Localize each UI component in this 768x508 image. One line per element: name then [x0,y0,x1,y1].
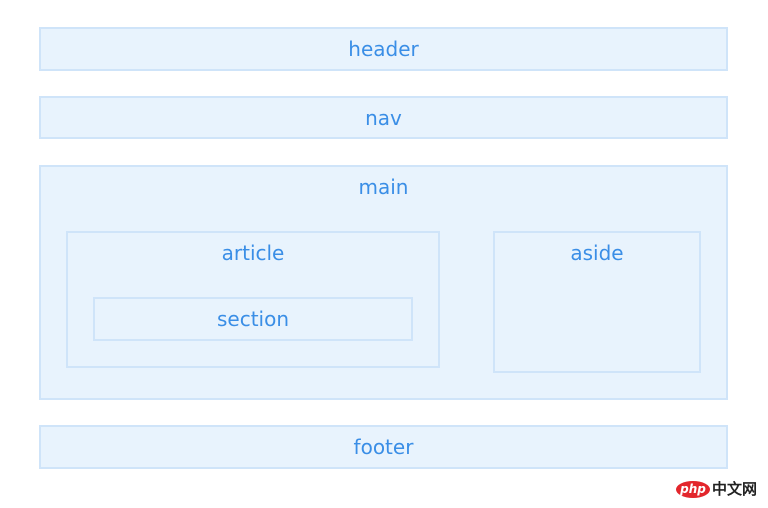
header-box: header [39,27,728,71]
section-label: section [216,307,290,331]
main-label: main [358,175,409,199]
footer-label: footer [353,435,414,459]
nav-label: nav [365,106,402,130]
section-box: section [93,297,413,341]
footer-box: footer [39,425,728,469]
watermark-text: 中文网 [712,480,758,498]
watermark: php 中文网 [676,480,764,500]
nav-box: nav [39,96,728,139]
watermark-logo: php [676,481,710,498]
header-label: header [348,37,419,61]
article-label: article [221,241,285,265]
aside-label: aside [570,241,624,265]
aside-box: aside [493,231,701,373]
